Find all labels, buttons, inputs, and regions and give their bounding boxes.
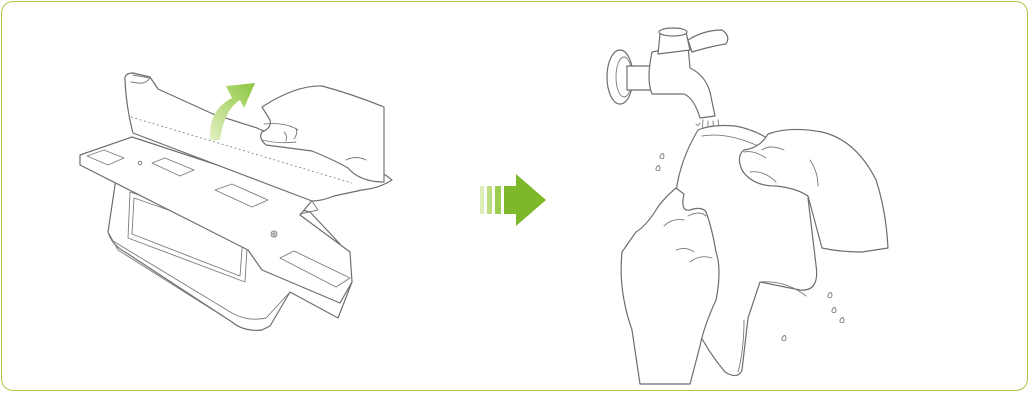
step-one-illustration [80, 73, 392, 330]
step-two-illustration [607, 28, 888, 384]
next-step-arrow-icon [480, 174, 546, 226]
